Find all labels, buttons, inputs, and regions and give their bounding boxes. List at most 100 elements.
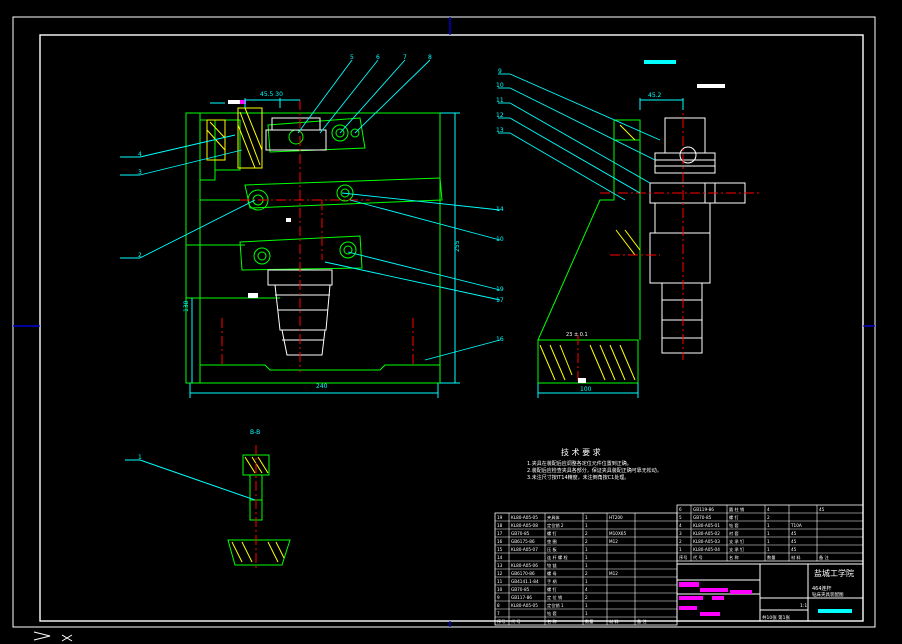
parts-left-cell: 夹具体 <box>547 514 560 521</box>
parts-right-header-cell: 代 号 <box>693 554 703 561</box>
parts-left-cell: KL80-A05-07 <box>511 547 538 552</box>
parts-right-cell: KL80-A05-01 <box>693 523 720 528</box>
title-block-pink-1 <box>679 582 699 587</box>
parts-left-cell: 1 <box>585 515 588 520</box>
parts-right-header-cell: 序号 <box>679 554 687 561</box>
balloon-14: 14 <box>496 206 504 213</box>
title-block-pink-2 <box>700 588 728 592</box>
front-leaders <box>120 59 501 361</box>
parts-left-cell: 1 <box>585 547 588 552</box>
balloon-16: 16 <box>496 336 504 343</box>
drawing-name: 464连杆 <box>812 585 832 592</box>
balloon-3: 3 <box>138 169 142 176</box>
title-block-pink-7 <box>700 612 720 616</box>
parts-left-cell: KL80-A05-05 <box>511 515 538 520</box>
balloon-17: 17 <box>496 297 504 304</box>
marker-white <box>248 293 258 298</box>
front-balloon-labels: 4 3 2 5 6 7 8 14 10 19 17 16 <box>138 54 504 343</box>
balloon-2: 2 <box>138 252 142 259</box>
parts-left-cell: 1 <box>585 579 588 584</box>
parts-left-cell: GB6175-86 <box>511 539 535 544</box>
balloon-5: 5 <box>350 54 354 61</box>
parts-left-cell: 手 柄 <box>547 578 557 585</box>
parts-left-cell: 压 板 <box>547 546 558 553</box>
front-view: 240 255 138 45.5 30 <box>183 91 461 398</box>
front-dimensions <box>189 98 460 398</box>
title-block-pink-4 <box>712 596 724 600</box>
inner-border <box>39 34 864 622</box>
parts-right-header-cell: 材 料 <box>791 554 802 561</box>
side-marker <box>578 378 586 383</box>
parts-left-cell: 钻 套 <box>547 610 558 617</box>
parts-left-header-cell: 数量 <box>585 618 593 625</box>
side-workpiece <box>649 117 746 354</box>
parts-left-cell: 1 <box>585 555 588 560</box>
parts-right-cell: 1 <box>767 539 770 544</box>
front-center-lines <box>221 100 414 372</box>
side-center-lines <box>577 100 760 383</box>
balloon-7: 7 <box>403 54 407 61</box>
parts-left-cell: KL80-A05-05 <box>511 603 538 608</box>
parts-right-cell: 螺 钉 <box>729 514 740 521</box>
parts-left-cell: GB70-85 <box>511 587 530 592</box>
balloon-9: 9 <box>498 68 502 75</box>
parts-left-cell: 7 <box>497 611 500 616</box>
parts-left-cell: 1 <box>585 611 588 616</box>
parts-left-cell: 17 <box>497 531 503 536</box>
parts-left-cell: 螺 钉 <box>547 586 558 593</box>
parts-right-cell: KL80-A05-03 <box>693 539 720 544</box>
side-hatch <box>539 124 641 381</box>
parts-left-header-cell: 材 料 <box>609 618 620 625</box>
title-block-pink-5 <box>730 590 752 594</box>
fixture-body-outline <box>185 112 441 384</box>
dim-255: 255 <box>454 240 461 252</box>
parts-right-cell: 1 <box>767 523 770 528</box>
hatch-plates <box>206 107 263 169</box>
side-view: 100 45.2 23 ± 0.1 <box>537 60 760 398</box>
dim-side-small: 23 ± 0.1 <box>566 332 588 338</box>
parts-right-cell: 4 <box>679 523 682 528</box>
parts-right-cell: 1 <box>767 531 770 536</box>
parts-left-cell: 垫 圈 <box>547 538 557 545</box>
tech-requirements: 技 术 要 求 1.夹具在装配后应调整各定位元件位置到正确。 2.装配后应检查夹… <box>527 447 662 481</box>
parts-left-cell: 2 <box>585 571 588 576</box>
tech-req-title: 技 术 要 求 <box>561 447 601 457</box>
parts-right-cell: 45 <box>791 539 797 544</box>
parts-left-header-cell: 代 号 <box>511 618 521 625</box>
section-bb-label: B-B <box>250 429 260 436</box>
parts-right-cell: 3 <box>679 531 682 536</box>
parts-left-header-cell: 序号 <box>497 618 505 625</box>
title-block-frame <box>676 563 864 622</box>
parts-left-cell: KL80-A05-06 <box>511 563 538 568</box>
parts-right-cell: 1 <box>679 547 682 552</box>
parts-left-cell: M12 <box>609 571 618 576</box>
dim-138: 138 <box>183 300 190 312</box>
parts-left-cell: 定位销 1 <box>547 602 564 609</box>
balloon-8: 8 <box>428 54 432 61</box>
parts-left-cell: 2 <box>585 539 588 544</box>
parts-left-header-cell: 名 称 <box>547 618 557 625</box>
parts-left-cell: 18 <box>497 523 503 528</box>
view-label-bar <box>644 60 676 64</box>
parts-left-cell: 16 <box>497 539 503 544</box>
ucs-icon <box>33 631 73 642</box>
balloon-12: 12 <box>496 112 504 119</box>
parts-left-cell: 12 <box>497 571 503 576</box>
parts-right-cell: GB119-86 <box>693 507 714 512</box>
side-leaders <box>498 73 661 201</box>
sheet-number: 共10张 第1张 <box>762 614 791 621</box>
centering-marks <box>13 17 875 627</box>
parts-left-cell: 19 <box>497 515 503 520</box>
parts-left-cell: 螺 母 <box>547 570 557 577</box>
section-bb-view: B-B 1 <box>125 429 291 570</box>
parts-left-cell: M10X65 <box>609 531 626 536</box>
parts-right-cell: KL80-A05-02 <box>693 531 720 536</box>
dim-top: 45.5 30 <box>260 91 283 98</box>
parts-left-cell: 15 <box>497 547 503 552</box>
parts-right-cell: 圆 柱 销 <box>729 506 744 513</box>
parts-right-cell: T10A <box>790 523 802 528</box>
balloon-1: 1 <box>138 454 142 461</box>
dim-100: 100 <box>580 386 592 393</box>
